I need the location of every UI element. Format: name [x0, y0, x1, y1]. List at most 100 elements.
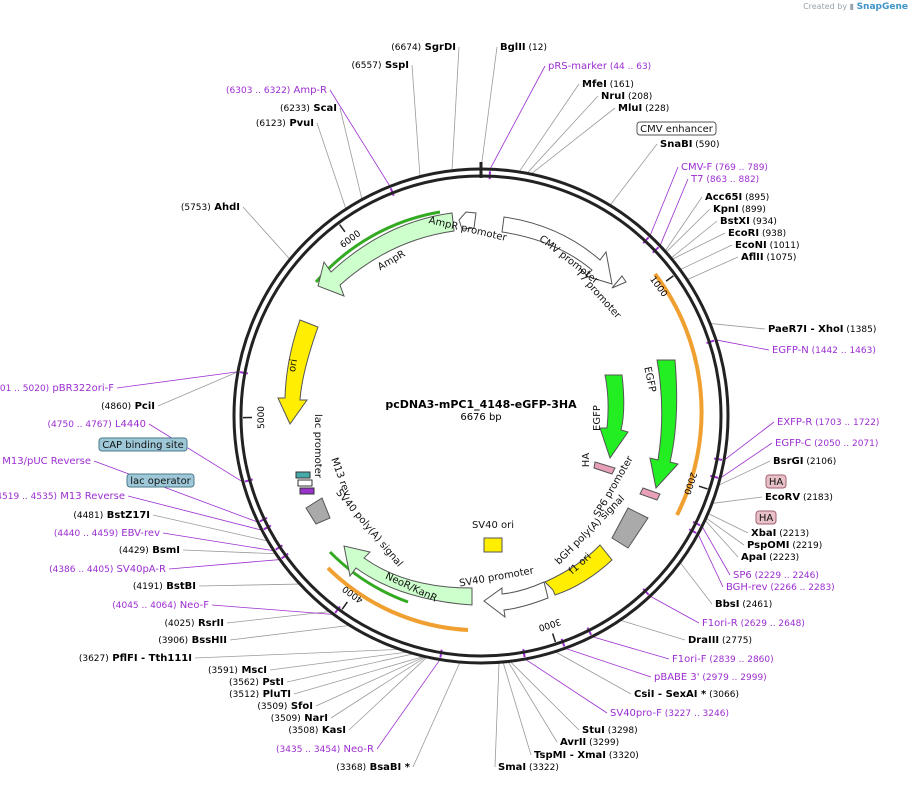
site-name: AhdI: [214, 202, 240, 213]
site-name: BGH-rev: [726, 582, 768, 593]
site-name: PluTI: [263, 689, 291, 700]
leader-line: [348, 656, 428, 731]
enzyme-label-14[interactable]: EcoNI (1011): [735, 240, 800, 251]
primer-label-3[interactable]: T7 (863 .. 882): [690, 174, 759, 185]
leader-line: [509, 661, 580, 731]
enzyme-label-19[interactable]: XbaI (2213): [751, 528, 809, 539]
primer-label-13[interactable]: (3435 .. 3454) Neo-R: [276, 744, 374, 755]
primer-label-20[interactable]: (4045 .. 4064) Neo-F: [112, 600, 209, 611]
enzyme-label-26[interactable]: AvrII (3299): [560, 737, 619, 748]
site-name: F1ori-F: [672, 654, 707, 665]
primer-label-11[interactable]: pBABE 3' (2979 .. 2999): [654, 672, 767, 683]
feature-box-text: HA: [759, 513, 774, 524]
primer-label-0[interactable]: pRS-marker (44 .. 63): [548, 61, 651, 72]
enzyme-label-8[interactable]: SnaBI (590): [660, 139, 720, 150]
feature-box-4[interactable]: lac operator: [126, 473, 195, 488]
enzyme-label-37[interactable]: (3906) BssHII: [158, 635, 227, 646]
site-name-extra: XhoI: [818, 324, 843, 335]
primer-label-15[interactable]: (4750 .. 4767) L4440: [48, 419, 147, 430]
enzyme-label-15[interactable]: AflII (1075): [741, 252, 796, 263]
primer-label-5[interactable]: EXFP-R (1703 .. 1722): [777, 417, 879, 428]
enzyme-label-20[interactable]: PspOMI (2219): [747, 540, 822, 551]
enzyme-label-17[interactable]: BsrGI (2106): [773, 456, 836, 467]
primer-label-16[interactable]: (4532 .. 4554) M13/pUC Reverse: [0, 456, 91, 467]
enzyme-label-32[interactable]: (3509) SfoI: [257, 701, 313, 712]
enzyme-label-28[interactable]: SmaI (3322): [498, 762, 559, 773]
primer-text: (5001 .. 5020) pBR322ori-F: [0, 383, 114, 394]
feature-box-1[interactable]: HA: [765, 474, 787, 489]
enzyme-label-1[interactable]: BglII (12): [500, 42, 547, 53]
enzyme-label-16[interactable]: PaeR7I - XhoI (1385): [768, 324, 876, 335]
leader-line: [494, 662, 500, 768]
primer-label-10[interactable]: F1ori-F (2839 .. 2860): [672, 654, 774, 665]
feature-box-3[interactable]: CAP binding site: [98, 437, 188, 452]
enzyme-label-11[interactable]: KpnI (899): [713, 204, 766, 215]
enzyme-label-13[interactable]: EcoRI (938): [728, 228, 786, 239]
enzyme-label-10[interactable]: Acc65I (895): [705, 192, 769, 203]
enzyme-label-29[interactable]: (3368) BsaBI *: [336, 762, 411, 773]
primer-label-9[interactable]: F1ori-R (2629 .. 2648): [702, 618, 805, 629]
enzyme-label-34[interactable]: (3562) PstI: [229, 677, 284, 688]
enzyme-label-23[interactable]: DraIII (2775): [688, 635, 752, 646]
primer-text: EGFP-C (2050 .. 2071): [775, 438, 878, 449]
enzyme-label-9[interactable]: (5753) AhdI: [181, 202, 240, 213]
leader-line: [507, 661, 558, 743]
enzyme-label-12[interactable]: BstXI (934): [720, 216, 777, 227]
site-position: (161): [610, 80, 634, 90]
feature-box-text: CAP binding site: [102, 440, 184, 451]
enzyme-label-41[interactable]: (4481) BstZ17I: [73, 510, 150, 521]
leader-line: [329, 89, 391, 187]
primer-label-12[interactable]: SV40pro-F (3227 .. 3246): [610, 708, 729, 719]
tick-label-6000: 6000: [339, 229, 364, 251]
primer-label-4[interactable]: EGFP-N (1442 .. 1463): [772, 345, 876, 356]
site-position: (4481): [73, 511, 103, 521]
site-position: (3906): [158, 636, 188, 646]
primer-label-7[interactable]: SP6 (2229 .. 2246): [733, 570, 819, 581]
site-name: SfoI: [291, 701, 313, 712]
primer-label-19[interactable]: (4386 .. 4405) SV40pA-R: [49, 564, 166, 575]
enzyme-label-4[interactable]: NruI (208): [601, 91, 652, 102]
primer-label-6[interactable]: EGFP-C (2050 .. 2071): [775, 438, 878, 449]
feature-box-2[interactable]: HA: [755, 510, 777, 525]
enzyme-label-3[interactable]: MfeI (161): [582, 79, 634, 90]
enzyme-label-33[interactable]: (3512) PluTI: [229, 689, 291, 700]
enzyme-label-5[interactable]: MluI (228): [618, 103, 669, 114]
enzyme-label-42[interactable]: (4860) PciI: [101, 401, 155, 412]
enzyme-label-35[interactable]: (3591) MscI: [208, 665, 267, 676]
primer-label-2[interactable]: CMV-F (769 .. 789): [681, 162, 768, 173]
primer-label-17[interactable]: (4519 .. 4535) M13 Reverse: [0, 491, 125, 502]
feature-box-0[interactable]: CMV enhancer: [636, 121, 717, 136]
site-position: (3509): [271, 714, 301, 724]
enzyme-label-25[interactable]: StuI (3298): [582, 725, 638, 736]
enzyme-label-18[interactable]: EcoRV (2183): [765, 492, 833, 503]
enzyme-label-0[interactable]: (6674) SgrDI: [391, 42, 456, 53]
site-position: (590): [695, 140, 719, 150]
primer-label-14[interactable]: (5001 .. 5020) pBR322ori-F: [0, 383, 114, 394]
leader-line: [723, 421, 775, 461]
t7-promoter-arrow: [611, 275, 627, 289]
enzyme-label-24[interactable]: CsiI - SexAI * (3066): [634, 689, 739, 700]
enzyme-label-39[interactable]: (4191) BstBI: [133, 581, 196, 592]
enzyme-label-27[interactable]: TspMI - XmaI (3320): [534, 750, 639, 761]
site-name: MscI: [241, 665, 267, 676]
site-position: (3509): [257, 702, 287, 712]
enzyme-label-7[interactable]: (6123) PvuI: [256, 118, 314, 129]
primer-text: (6303 .. 6322) Amp-R: [226, 85, 327, 96]
primer-label-1[interactable]: (6303 .. 6322) Amp-R: [226, 85, 327, 96]
primer-label-8[interactable]: BGH-rev (2266 .. 2283): [726, 582, 835, 593]
enzyme-label-30[interactable]: (3508) KasI: [288, 725, 346, 736]
enzyme-label-22[interactable]: BbsI (2461): [715, 599, 772, 610]
enzyme-label-21[interactable]: ApaI (2223): [741, 552, 799, 563]
enzyme-label-38[interactable]: (4025) RsrII: [165, 618, 224, 629]
enzyme-text: DraIII (2775): [688, 635, 752, 646]
enzyme-label-31[interactable]: (3509) NarI: [271, 713, 328, 724]
enzyme-label-40[interactable]: (4429) BsmI: [119, 545, 180, 556]
enzyme-label-6[interactable]: (6233) ScaI: [280, 103, 337, 114]
primer-label-18[interactable]: (4440 .. 4459) EBV-rev: [54, 528, 160, 539]
leader-line: [649, 595, 700, 624]
enzyme-label-36[interactable]: (3627) PflFI - Tth111I: [79, 653, 192, 664]
site-name: BbsI: [715, 599, 739, 610]
site-position: (2223): [769, 553, 799, 563]
enzyme-label-2[interactable]: (6557) SspI: [352, 60, 409, 71]
site-position: (6123): [256, 119, 286, 129]
